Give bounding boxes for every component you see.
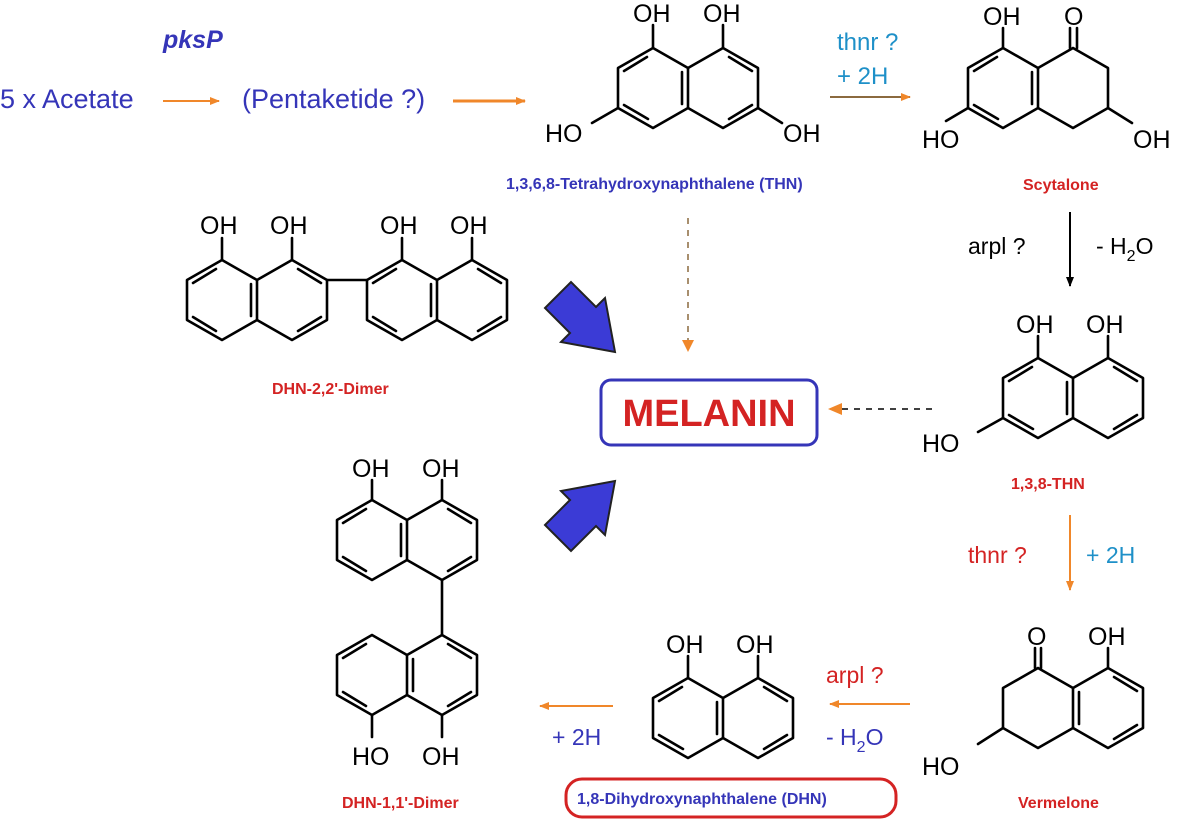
thn138-label: 1,3,8-THN [1011, 476, 1085, 493]
svg-text:OH: OH [450, 212, 488, 240]
melanin-box [599, 378, 819, 447]
arpl-label-2: arpl ? [826, 662, 884, 688]
svg-text:OH: OH [1086, 311, 1124, 339]
dhn-highlight-box [564, 777, 898, 819]
svg-text:OH: OH [633, 0, 671, 28]
svg-text:HO: HO [922, 753, 960, 781]
vermelone-structure: O OH HO [922, 623, 1145, 781]
acetate-label: 5 x Acetate [0, 84, 134, 114]
minus-h2o-1: - H2O [1096, 233, 1153, 265]
dimer11-label: DHN-1,1'-Dimer [342, 795, 459, 812]
plus-2h-top: + 2H [837, 63, 888, 90]
svg-text:OH: OH [783, 120, 821, 148]
svg-text:OH: OH [352, 455, 390, 483]
scytalone-structure: OH O HO OH [922, 3, 1171, 154]
dimer22-structure: OH OH OH OH [185, 212, 509, 342]
dhn-structure: OH OH [651, 631, 795, 760]
svg-text:O: O [1027, 623, 1046, 651]
svg-text:OH: OH [380, 212, 418, 240]
svg-text:OH: OH [1088, 623, 1126, 651]
svg-text:OH: OH [983, 3, 1021, 31]
svg-text:OH: OH [270, 212, 308, 240]
svg-text:OH: OH [736, 631, 774, 659]
thnr-label-top: thnr ? [837, 29, 898, 56]
svg-text:HO: HO [545, 120, 583, 148]
svg-text:OH: OH [703, 0, 741, 28]
minus-h2o-2: - H2O [826, 724, 883, 756]
svg-text:OH: OH [1016, 311, 1054, 339]
dhn-label: 1,8-Dihydroxynaphthalene (DHN) [577, 791, 827, 808]
block-arrow-dimer22-to-melanin [543, 280, 617, 354]
thn-label: 1,3,6,8-Tetrahydroxynaphthalene (THN) [506, 176, 803, 193]
dimer11-structure: OH OH HO OH [335, 455, 479, 771]
svg-text:OH: OH [666, 631, 704, 659]
svg-text:OH: OH [1133, 126, 1171, 154]
dimer22-label: DHN-2,2'-Dimer [272, 381, 389, 398]
svg-text:HO: HO [922, 430, 960, 458]
thnr-label-2: thnr ? [968, 542, 1027, 568]
thn138-structure: OH OH HO [922, 311, 1145, 458]
pksp-enzyme-label: pksP [162, 26, 223, 54]
thn-structure: OH OH HO OH [545, 0, 821, 148]
plus-2h-2: + 2H [1086, 542, 1135, 568]
pentaketide-label: (Pentaketide ?) [242, 84, 425, 114]
svg-text:HO: HO [922, 126, 960, 154]
svg-text:OH: OH [422, 743, 460, 771]
svg-text:OH: OH [200, 212, 238, 240]
scytalone-label: Scytalone [1023, 177, 1099, 194]
block-arrow-dimer11-to-melanin [543, 479, 617, 553]
vermelone-label: Vermelone [1018, 795, 1099, 812]
svg-text:OH: OH [422, 455, 460, 483]
svg-text:HO: HO [352, 743, 390, 771]
arpl-label-1: arpl ? [968, 233, 1026, 259]
svg-text:O: O [1064, 3, 1083, 31]
melanin-label: MELANIN [622, 393, 795, 435]
plus-2h-3: + 2H [552, 724, 601, 750]
